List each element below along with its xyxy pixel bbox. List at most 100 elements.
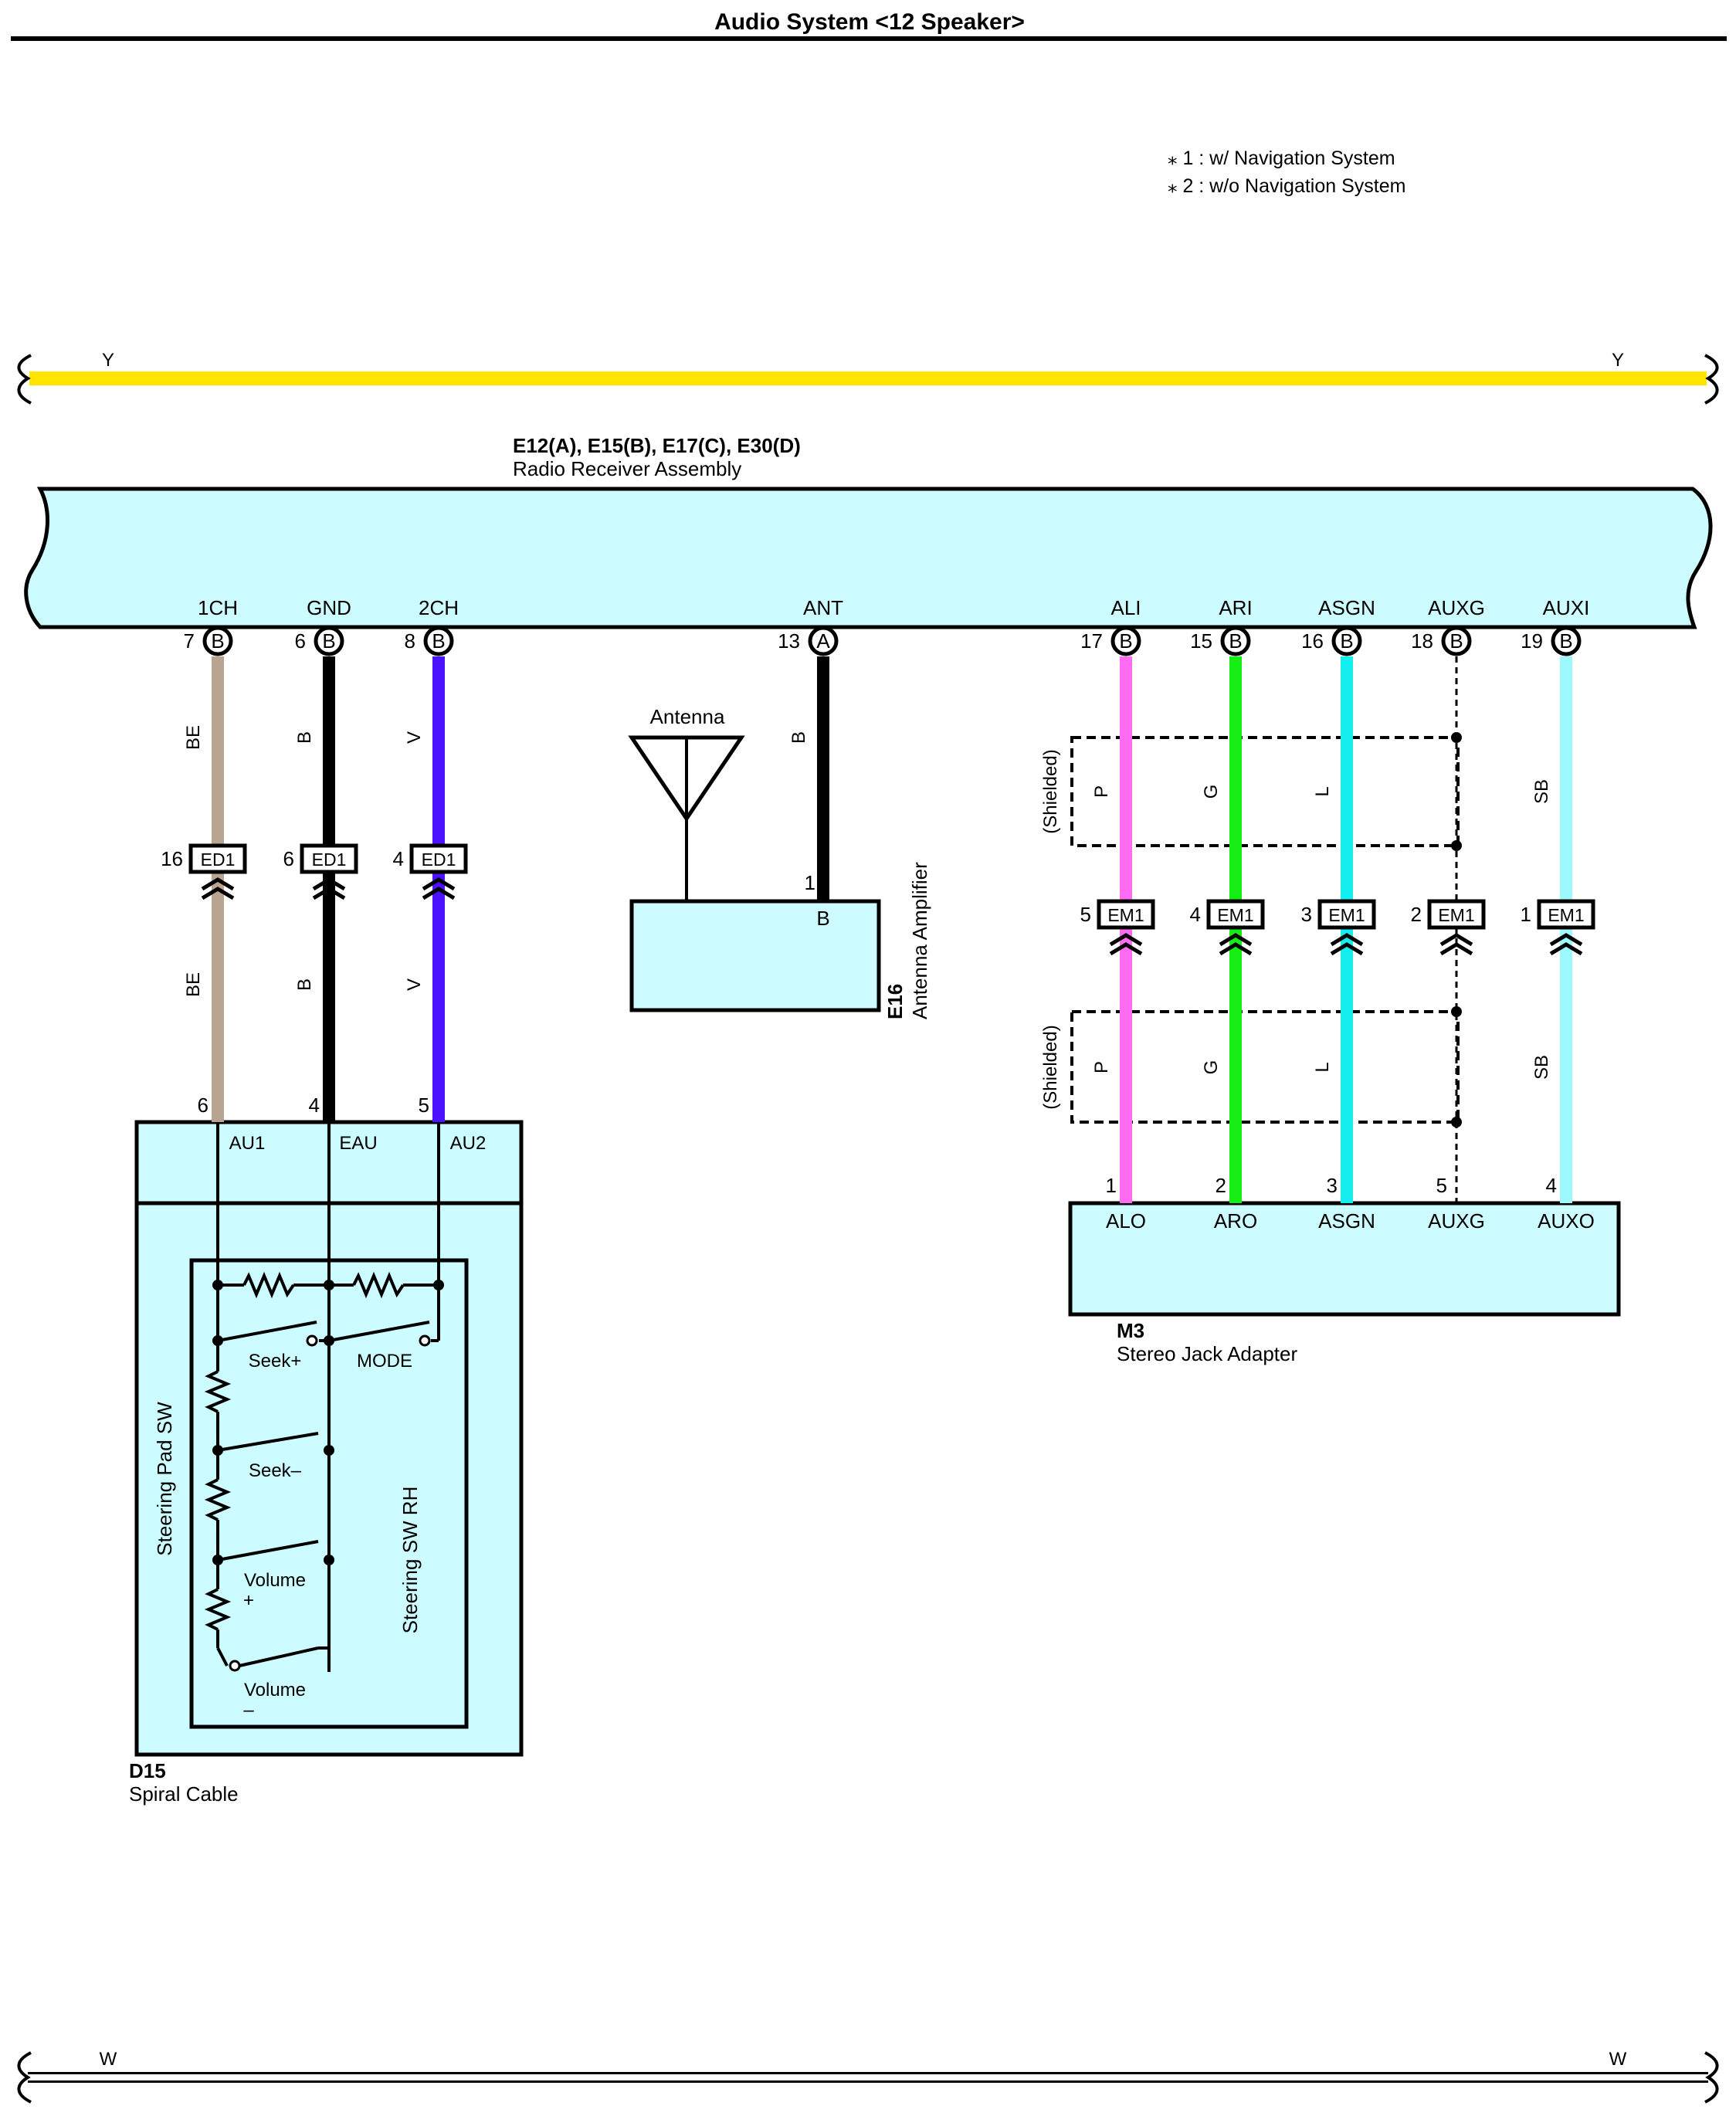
- ed1-chevron-b-2: [422, 887, 456, 900]
- shield-box-top: [1070, 736, 1460, 847]
- jack-pin-label-alo: ALO: [1106, 1209, 1146, 1233]
- ed1-wire-color-top-0: BE: [183, 725, 204, 750]
- receiver-pin-label-asgn: ASGN: [1318, 596, 1375, 619]
- em1-wire-color-bottom-0: P: [1091, 1061, 1112, 1073]
- bottom-bus-label-left: W: [100, 2049, 117, 2070]
- receiver-pin-conn-1ch: B: [211, 629, 224, 653]
- stereo-jack-adapter: M3 Stereo Jack Adapter: [1068, 1201, 1621, 1365]
- ed1-chevron-b-0: [201, 887, 235, 900]
- ed1-wire-color-bottom-0: BE: [183, 972, 204, 997]
- vol-up-label: Volume: [244, 1570, 306, 1591]
- receiver-pin-num-asgn: 16: [1301, 629, 1324, 653]
- receiver-pin-num-ari: 15: [1190, 629, 1212, 653]
- steering-switch-network: [204, 1122, 440, 1672]
- spiral-pin-label-au2: AU2: [450, 1133, 487, 1154]
- bottom-bus-label-right: W: [1609, 2049, 1627, 2070]
- spiral-cable: D15 Spiral Cable Steering Pad SW Steerin…: [129, 1120, 524, 1806]
- ed1-pin-num-0: 16: [161, 847, 183, 870]
- em1-chevron-a-4: [1549, 933, 1583, 947]
- em1-chevron-b-4: [1549, 942, 1583, 956]
- shield-label-top: (Shielded): [1040, 749, 1061, 833]
- ed1-pin-num-1: 6: [283, 847, 294, 870]
- receiver-pin-conn-gnd: B: [322, 629, 335, 653]
- em1-connector-name-3: EM1: [1438, 905, 1474, 925]
- receiver-pin-num-gnd: 6: [295, 629, 306, 653]
- em1-wire-color-bottom-2: L: [1312, 1062, 1333, 1072]
- em1-connector-1: [1206, 899, 1265, 930]
- em1-connector-0: [1097, 899, 1155, 930]
- antenna-amp-name: Antenna Amplifier: [908, 862, 931, 1019]
- steering-pad-sw-label: Steering Pad SW: [153, 1402, 176, 1556]
- spiral-cable-name: Spiral Cable: [129, 1782, 239, 1806]
- em1-connector-name-4: EM1: [1548, 905, 1584, 925]
- receiver-pin-marker-ant: [808, 626, 839, 656]
- em1-chevron-a-3: [1439, 933, 1473, 947]
- em1-pin-num-1: 4: [1190, 903, 1201, 926]
- ed1-chevron-a-1: [312, 877, 346, 891]
- stereo-jack-body: [1068, 1201, 1621, 1317]
- antenna-amplifier: Antenna E16 Antenna Amplifier 1 B: [628, 705, 931, 1019]
- shield-label-bottom: (Shielded): [1040, 1025, 1061, 1109]
- receiver-pin-num-2ch: 8: [405, 629, 415, 653]
- vol-down-label: Volume: [244, 1680, 306, 1701]
- jack-pin-num-3: 5: [1436, 1174, 1447, 1197]
- note-no-nav: ⁎ 2 : w/o Navigation System: [1168, 175, 1405, 197]
- receiver-pin-label-auxg: AUXG: [1428, 596, 1485, 619]
- antenna-amp-code: E16: [883, 984, 907, 1019]
- ed1-chevron-b-1: [312, 887, 346, 900]
- em1-chevron-b-0: [1109, 942, 1143, 956]
- spiral-pin-num-2: 5: [419, 1094, 429, 1117]
- stereo-jack-code: M3: [1117, 1319, 1144, 1342]
- receiver-pin-marker-1ch: [202, 626, 233, 656]
- ed1-chevron-a-2: [422, 877, 456, 891]
- receiver-pin-conn-ari: B: [1229, 629, 1242, 653]
- receiver-pin-marker-ari: [1220, 626, 1251, 656]
- em1-pin-num-0: 5: [1080, 903, 1091, 926]
- vol-down-sign: –: [243, 1700, 254, 1721]
- receiver-pin-num-auxi: 19: [1521, 629, 1543, 653]
- receiver-pin-conn-ant: A: [816, 629, 830, 653]
- receiver-pin-conn-asgn: B: [1340, 629, 1353, 653]
- receiver-pin-conn-2ch: B: [432, 629, 445, 653]
- spiral-pin-num-0: 6: [198, 1094, 209, 1117]
- spiral-pin-num-1: 4: [309, 1094, 320, 1117]
- receiver-pin-num-auxg: 18: [1411, 629, 1433, 653]
- receiver-pin-label-2ch: 2CH: [419, 596, 459, 619]
- vol-up-sign: +: [243, 1590, 254, 1611]
- jack-pin-num-0: 1: [1106, 1174, 1117, 1197]
- receiver-pin-marker-asgn: [1331, 626, 1362, 656]
- receiver-pin-marker-2ch: [423, 626, 454, 656]
- receiver-pin-marker-gnd: [314, 626, 344, 656]
- shield-box-bottom: [1070, 1010, 1460, 1124]
- spiral-pin-label-eau: EAU: [339, 1133, 377, 1154]
- receiver-pin-conn-ali: B: [1119, 629, 1132, 653]
- jack-pin-num-2: 3: [1327, 1174, 1338, 1197]
- diagram-title: Audio System <12 Speaker>: [714, 9, 1025, 35]
- em1-pin-num-4: 1: [1521, 903, 1531, 926]
- receiver-pin-num-ali: 17: [1080, 629, 1103, 653]
- em1-chevron-a-0: [1109, 933, 1143, 947]
- stereo-jack-name: Stereo Jack Adapter: [1117, 1342, 1297, 1365]
- em1-wire-color-bottom-1: G: [1201, 1060, 1222, 1075]
- receiver-pin-label-ali: ALI: [1110, 596, 1141, 619]
- receiver-pin-label-ant: ANT: [803, 596, 843, 619]
- em1-chevron-b-3: [1439, 942, 1473, 956]
- antenna-amp-pin-num: 1: [805, 871, 815, 894]
- seek-down-label: Seek–: [249, 1460, 302, 1481]
- em1-connector-3: [1427, 899, 1486, 930]
- receiver-name: Radio Receiver Assembly: [513, 457, 741, 480]
- bottom-bus-break-right: [1704, 2051, 1719, 2104]
- seek-up-label: Seek+: [249, 1351, 302, 1372]
- ed1-wire-color-bottom-2: V: [404, 978, 425, 991]
- jack-pin-label-asgn: ASGN: [1318, 1209, 1375, 1233]
- shield-junction-dot-3: [1451, 1117, 1462, 1128]
- ed1-connector-name-1: ED1: [312, 849, 347, 870]
- em1-pin-num-2: 3: [1301, 903, 1312, 926]
- em1-chevron-a-1: [1219, 933, 1253, 947]
- spiral-cable-code: D15: [129, 1759, 166, 1782]
- ed1-chevron-a-0: [201, 877, 235, 891]
- receiver-pin-marker-auxi: [1551, 626, 1582, 656]
- top-bus: Y Y: [17, 350, 1719, 405]
- receiver-pin-conn-auxg: B: [1449, 629, 1463, 653]
